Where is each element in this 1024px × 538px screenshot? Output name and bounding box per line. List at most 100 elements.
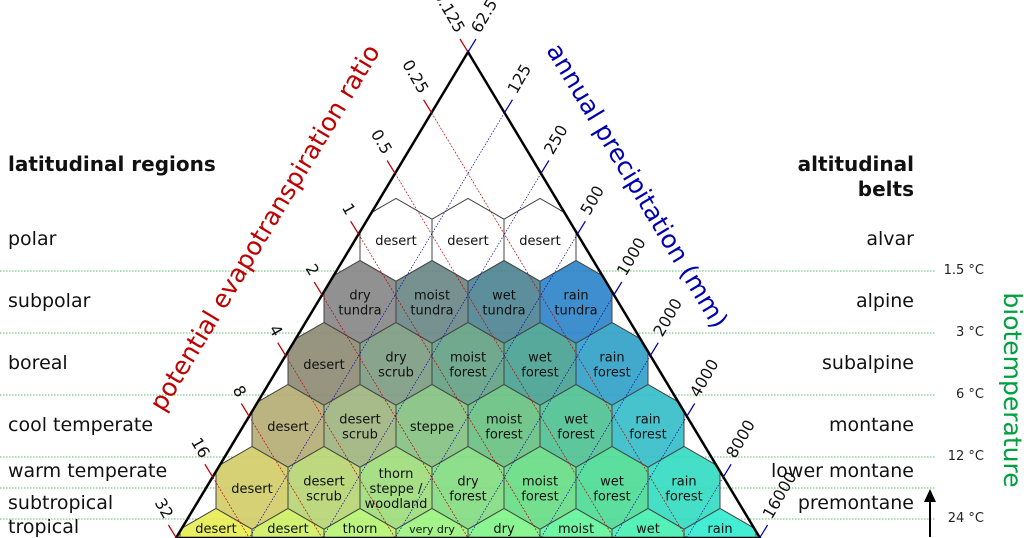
life-zone-label: dry	[349, 289, 371, 304]
life-zone-label: rain	[563, 289, 588, 304]
altitudinal-belt-label: lower montane	[771, 460, 914, 482]
life-zone-label: tundra	[410, 304, 453, 319]
pet-tick	[240, 403, 250, 417]
life-zone-hex: desert	[251, 383, 325, 469]
life-zone-label: rain	[671, 475, 696, 490]
biotemperature-label: 12 °C	[947, 449, 984, 464]
precip-gridline	[467, 294, 615, 538]
precip-tick	[722, 463, 732, 478]
life-zone-hex: desert	[503, 197, 577, 283]
life-zone-label: wet	[636, 522, 660, 537]
altitudinal-belt-label: alvar	[866, 228, 914, 250]
life-zone-label: tundra	[482, 304, 525, 319]
pet-tick-label: 32	[151, 495, 178, 522]
precip-gridline	[321, 173, 542, 538]
pet-tick	[459, 38, 469, 53]
life-zone-label: forest	[485, 428, 522, 443]
altitudinal-belts-header: altitudinal belts	[797, 152, 914, 201]
precip-tick	[576, 220, 586, 235]
precip-tick	[649, 342, 659, 357]
pet-tick-label: 0.125	[430, 0, 469, 36]
pet-tick-label: 16	[187, 434, 214, 461]
life-zone-label: forest	[593, 490, 630, 505]
life-zone-label: desert	[195, 522, 236, 537]
precip-tick-label: 500	[576, 182, 608, 218]
precip-tick-label: 4000	[686, 356, 723, 401]
latitudinal-region-label: boreal	[8, 352, 68, 374]
life-zone-label: wet	[528, 351, 552, 366]
precip-tick-label: 125	[503, 61, 535, 97]
life-zone-label: forest	[521, 490, 558, 505]
precip-tick-label: 250	[540, 122, 572, 158]
life-zone-label: moist	[486, 413, 522, 428]
pet-gridline	[431, 112, 688, 538]
life-zone-label: moist	[414, 289, 450, 304]
life-zone-label: forest	[557, 428, 594, 443]
life-zone-label: desert	[231, 482, 272, 497]
pet-tick	[313, 281, 323, 296]
biotemperature-arrow	[924, 489, 936, 537]
pet-tick	[386, 160, 396, 174]
life-zone-label: desert	[303, 358, 344, 373]
life-zone-label: wet	[564, 413, 588, 428]
life-zone-label: tundra	[338, 304, 381, 319]
latitudinal-region-label: cool temperate	[8, 414, 154, 436]
life-zone-label: thorn	[379, 467, 414, 482]
life-zone-hex: moist	[539, 507, 613, 538]
pet-gridline	[358, 234, 542, 538]
precip-tick	[686, 403, 696, 417]
biotemperature-label: 24 °C	[947, 511, 984, 526]
latitudinal-region-label: subpolar	[8, 290, 91, 312]
life-zone-label: desert	[303, 475, 344, 490]
life-zone-label: forest	[449, 490, 486, 505]
biotemperature-axis-title: biotemperature	[998, 292, 1024, 487]
life-zone-label: rain	[635, 413, 660, 428]
precip-tick	[759, 524, 769, 538]
life-zone-label: desert	[339, 413, 380, 428]
pet-tick	[204, 463, 214, 478]
life-zone-label: moist	[558, 522, 594, 537]
life-zone-label: steppe /	[370, 482, 424, 497]
pet-tick	[423, 99, 433, 114]
pet-tick-label: 0.25	[398, 56, 432, 96]
life-zone-label: dry	[457, 475, 479, 490]
life-zone-label: steppe	[410, 420, 454, 435]
latitudinal-region-label: tropical	[8, 516, 80, 538]
precip-tick	[613, 281, 623, 296]
pet-gridline	[212, 477, 250, 538]
pet-tick-label: 1	[338, 200, 360, 218]
life-zone-label: scrub	[378, 366, 414, 381]
biotemperature-label: 6 °C	[956, 387, 984, 402]
life-zone-label: rain	[599, 351, 624, 366]
latitudinal-regions-header: latitudinal regions	[8, 152, 216, 176]
pet-tick	[350, 220, 360, 235]
pet-gridline	[248, 416, 323, 538]
life-zone-label: forest	[665, 490, 702, 505]
life-zone-label: woodland	[365, 497, 428, 512]
life-zone-label: forest	[593, 366, 630, 381]
life-zone-hex: wet	[611, 507, 685, 538]
life-zone-label: very dry	[409, 523, 455, 536]
life-zone-label: moist	[522, 475, 558, 490]
life-zone-label: moist	[450, 351, 486, 366]
altitudinal-belt-label: alpine	[856, 290, 914, 312]
pet-tick-label: 8	[229, 382, 251, 400]
life-zone-label: desert	[267, 420, 308, 435]
life-zone-label: desert	[447, 234, 488, 249]
life-zone-label: wet	[600, 475, 624, 490]
pet-tick	[277, 342, 287, 357]
pet-tick	[167, 524, 177, 538]
precip-gridline	[394, 234, 578, 538]
precip-gridline	[613, 416, 688, 538]
precip-tick-label: 1000	[613, 234, 650, 279]
